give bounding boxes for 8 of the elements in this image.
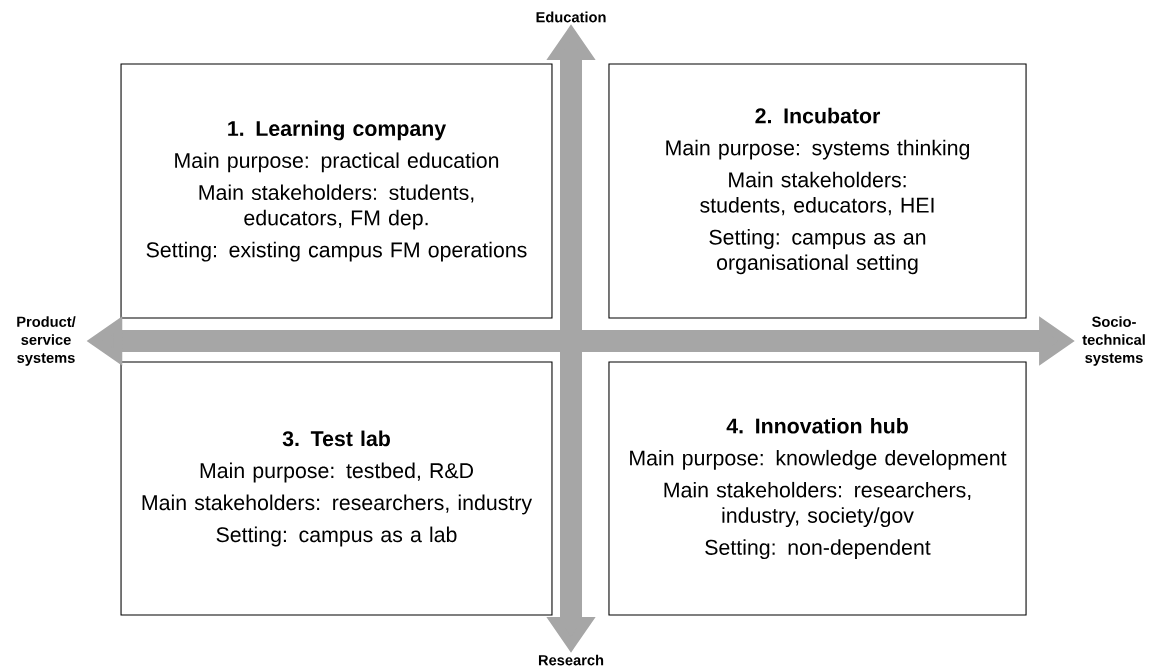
quadrant-box: 4. Innovation hub Main purpose: knowledge development Main stakeholders: researchers, industry, society/gov Setting: non-dependent — [608, 361, 1027, 616]
axis-label: Education — [536, 11, 606, 23]
quadrant-box: 3. Test lab Main purpose: testbed, R&D Main stakeholders: researchers, industry Setting: campus as a lab — [120, 361, 553, 616]
axis-label: Research — [538, 654, 604, 666]
axis-label: Product/ service systems — [17, 316, 76, 366]
quadrant-box: 2. Incubator Main purpose: systems thinking Main stakeholders: students, educators, HEI Setting: campus as an organisational setting — [608, 63, 1027, 319]
quadrant-box: 1. Learning company Main purpose: practical education Main stakeholders: students, educators, FM dep. Setting: existing campus FM operations — [120, 63, 553, 319]
axis-label: Socio-technical systems — [1082, 316, 1145, 366]
